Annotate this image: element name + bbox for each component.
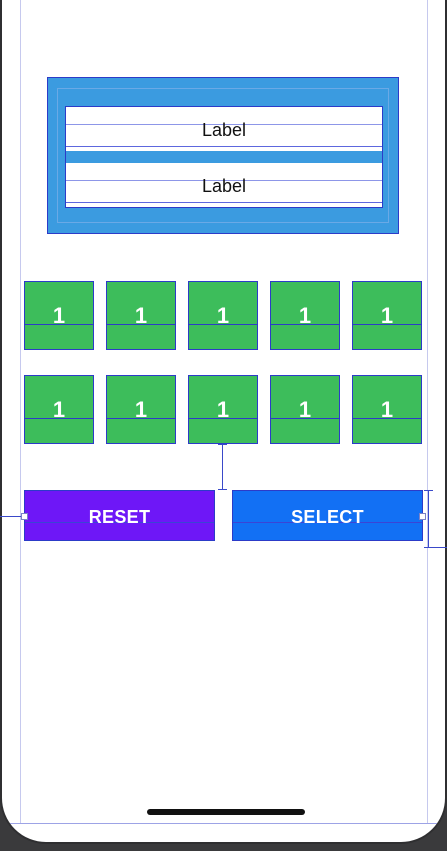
select-button-baseline <box>233 522 422 523</box>
tile-baseline <box>271 418 339 419</box>
safe-area-guide-bottom <box>2 823 445 824</box>
label-bottom-edge <box>66 202 382 203</box>
label-container-inset <box>57 88 389 223</box>
tile-baseline <box>189 418 257 419</box>
tile-r2-c3[interactable]: 1 <box>188 375 258 444</box>
tile-r2-c4[interactable]: 1 <box>270 375 340 444</box>
label-top: Label <box>66 107 382 151</box>
label-bottom-guide <box>66 180 382 181</box>
tile-r2-c1-value: 1 <box>52 397 66 422</box>
label-bottom-text: Label <box>201 176 247 196</box>
reset-button[interactable]: RESET <box>24 490 215 541</box>
tile-r2-c5[interactable]: 1 <box>352 375 422 444</box>
tile-r2-c4-value: 1 <box>298 397 312 422</box>
home-indicator <box>147 809 305 815</box>
safe-area-guide-right <box>427 0 428 824</box>
trailing-constraint <box>424 547 447 548</box>
tile-baseline <box>25 324 93 325</box>
label-top-edge <box>66 146 382 147</box>
tile-r1-c2-value: 1 <box>134 303 148 328</box>
tile-baseline <box>25 418 93 419</box>
tile-r2-c5-value: 1 <box>380 397 394 422</box>
select-button-label: SELECT <box>291 507 364 527</box>
tile-r1-c4[interactable]: 1 <box>270 281 340 350</box>
tile-r1-c4-value: 1 <box>298 303 312 328</box>
label-top-guide <box>66 124 382 125</box>
tile-r2-c1[interactable]: 1 <box>24 375 94 444</box>
vertical-spacing-constraint <box>222 444 223 490</box>
tile-baseline <box>107 324 175 325</box>
tile-baseline <box>189 324 257 325</box>
resize-handle-left[interactable] <box>21 513 28 520</box>
tile-r1-c5[interactable]: 1 <box>352 281 422 350</box>
tile-r1-c1-value: 1 <box>52 303 66 328</box>
tile-baseline <box>107 418 175 419</box>
reset-button-label: RESET <box>88 507 151 527</box>
constraint-cap-bottom <box>218 489 227 490</box>
resize-handle-right[interactable] <box>419 513 426 520</box>
tile-r1-c2[interactable]: 1 <box>106 281 176 350</box>
reset-button-baseline <box>25 522 214 523</box>
leading-constraint <box>0 516 24 517</box>
label-top-text: Label <box>201 120 247 140</box>
height-constraint-cap-top <box>424 490 433 491</box>
tile-r1-c1[interactable]: 1 <box>24 281 94 350</box>
tile-r1-c5-value: 1 <box>380 303 394 328</box>
tile-r2-c2[interactable]: 1 <box>106 375 176 444</box>
label-stack: Label Label <box>65 106 383 208</box>
tile-baseline <box>353 418 421 419</box>
height-constraint <box>428 490 429 548</box>
tile-baseline <box>353 324 421 325</box>
select-button[interactable]: SELECT <box>232 490 423 541</box>
tile-r1-c3-value: 1 <box>216 303 230 328</box>
tile-baseline <box>271 324 339 325</box>
tile-r1-c3[interactable]: 1 <box>188 281 258 350</box>
tile-row-1: 1 1 1 1 1 <box>24 281 424 351</box>
constraint-cap-top <box>218 444 227 445</box>
label-container: Label Label <box>47 77 399 234</box>
tile-row-2: 1 1 1 1 1 <box>24 375 424 445</box>
label-bottom: Label <box>66 163 382 207</box>
tile-r2-c3-value: 1 <box>216 397 230 422</box>
tile-r2-c2-value: 1 <box>134 397 148 422</box>
safe-area-guide-left <box>20 0 21 824</box>
